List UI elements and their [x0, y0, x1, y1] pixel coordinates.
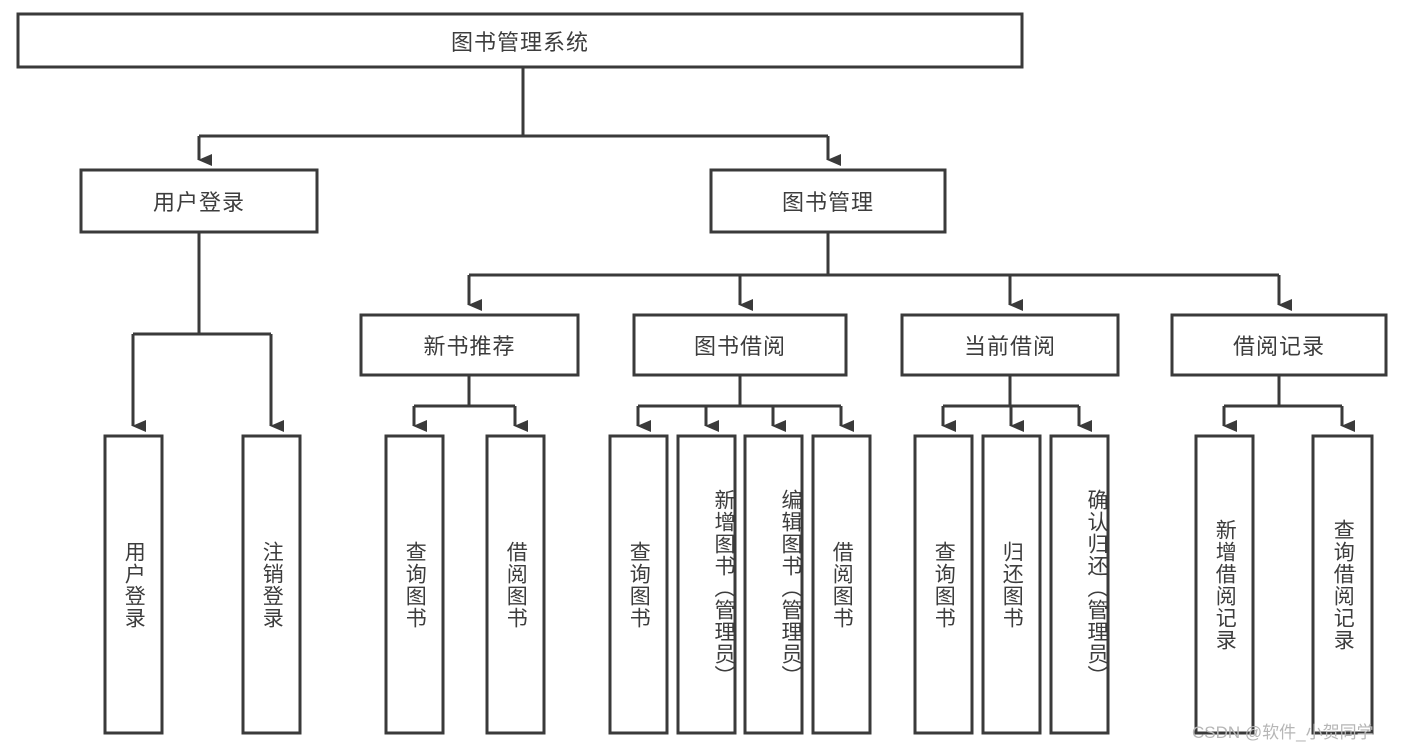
leaf-edit-book-box[interactable]	[743, 434, 804, 735]
leaf-add-record-box[interactable]	[1194, 434, 1255, 735]
leaf-user-login-box[interactable]	[103, 434, 164, 735]
leaf-query-book-3-box[interactable]	[913, 434, 974, 735]
leaf-query-book-1-box[interactable]	[384, 434, 445, 735]
csdn-watermark: CSDN @软件_小贺同学	[1192, 723, 1374, 742]
leaf-borrow-book-1-box[interactable]	[485, 434, 546, 735]
node-new-book-rec-box[interactable]	[359, 313, 580, 377]
node-current-borrow-box[interactable]	[900, 313, 1120, 377]
leaf-confirm-return-box[interactable]	[1049, 434, 1110, 735]
leaf-borrow-book-2-box[interactable]	[811, 434, 872, 735]
leaf-add-book-box[interactable]	[676, 434, 737, 735]
leaf-query-book-2-box[interactable]	[608, 434, 669, 735]
leaf-query-record-box[interactable]	[1311, 434, 1374, 735]
node-book-borrow-box[interactable]	[632, 313, 848, 377]
node-root-box[interactable]	[16, 12, 1024, 69]
node-user-login-box[interactable]	[79, 168, 319, 234]
leaf-return-book-box[interactable]	[981, 434, 1042, 735]
leaf-user-logout-box[interactable]	[241, 434, 302, 735]
node-borrow-record-box[interactable]	[1170, 313, 1388, 377]
node-book-manage-box[interactable]	[709, 168, 947, 234]
